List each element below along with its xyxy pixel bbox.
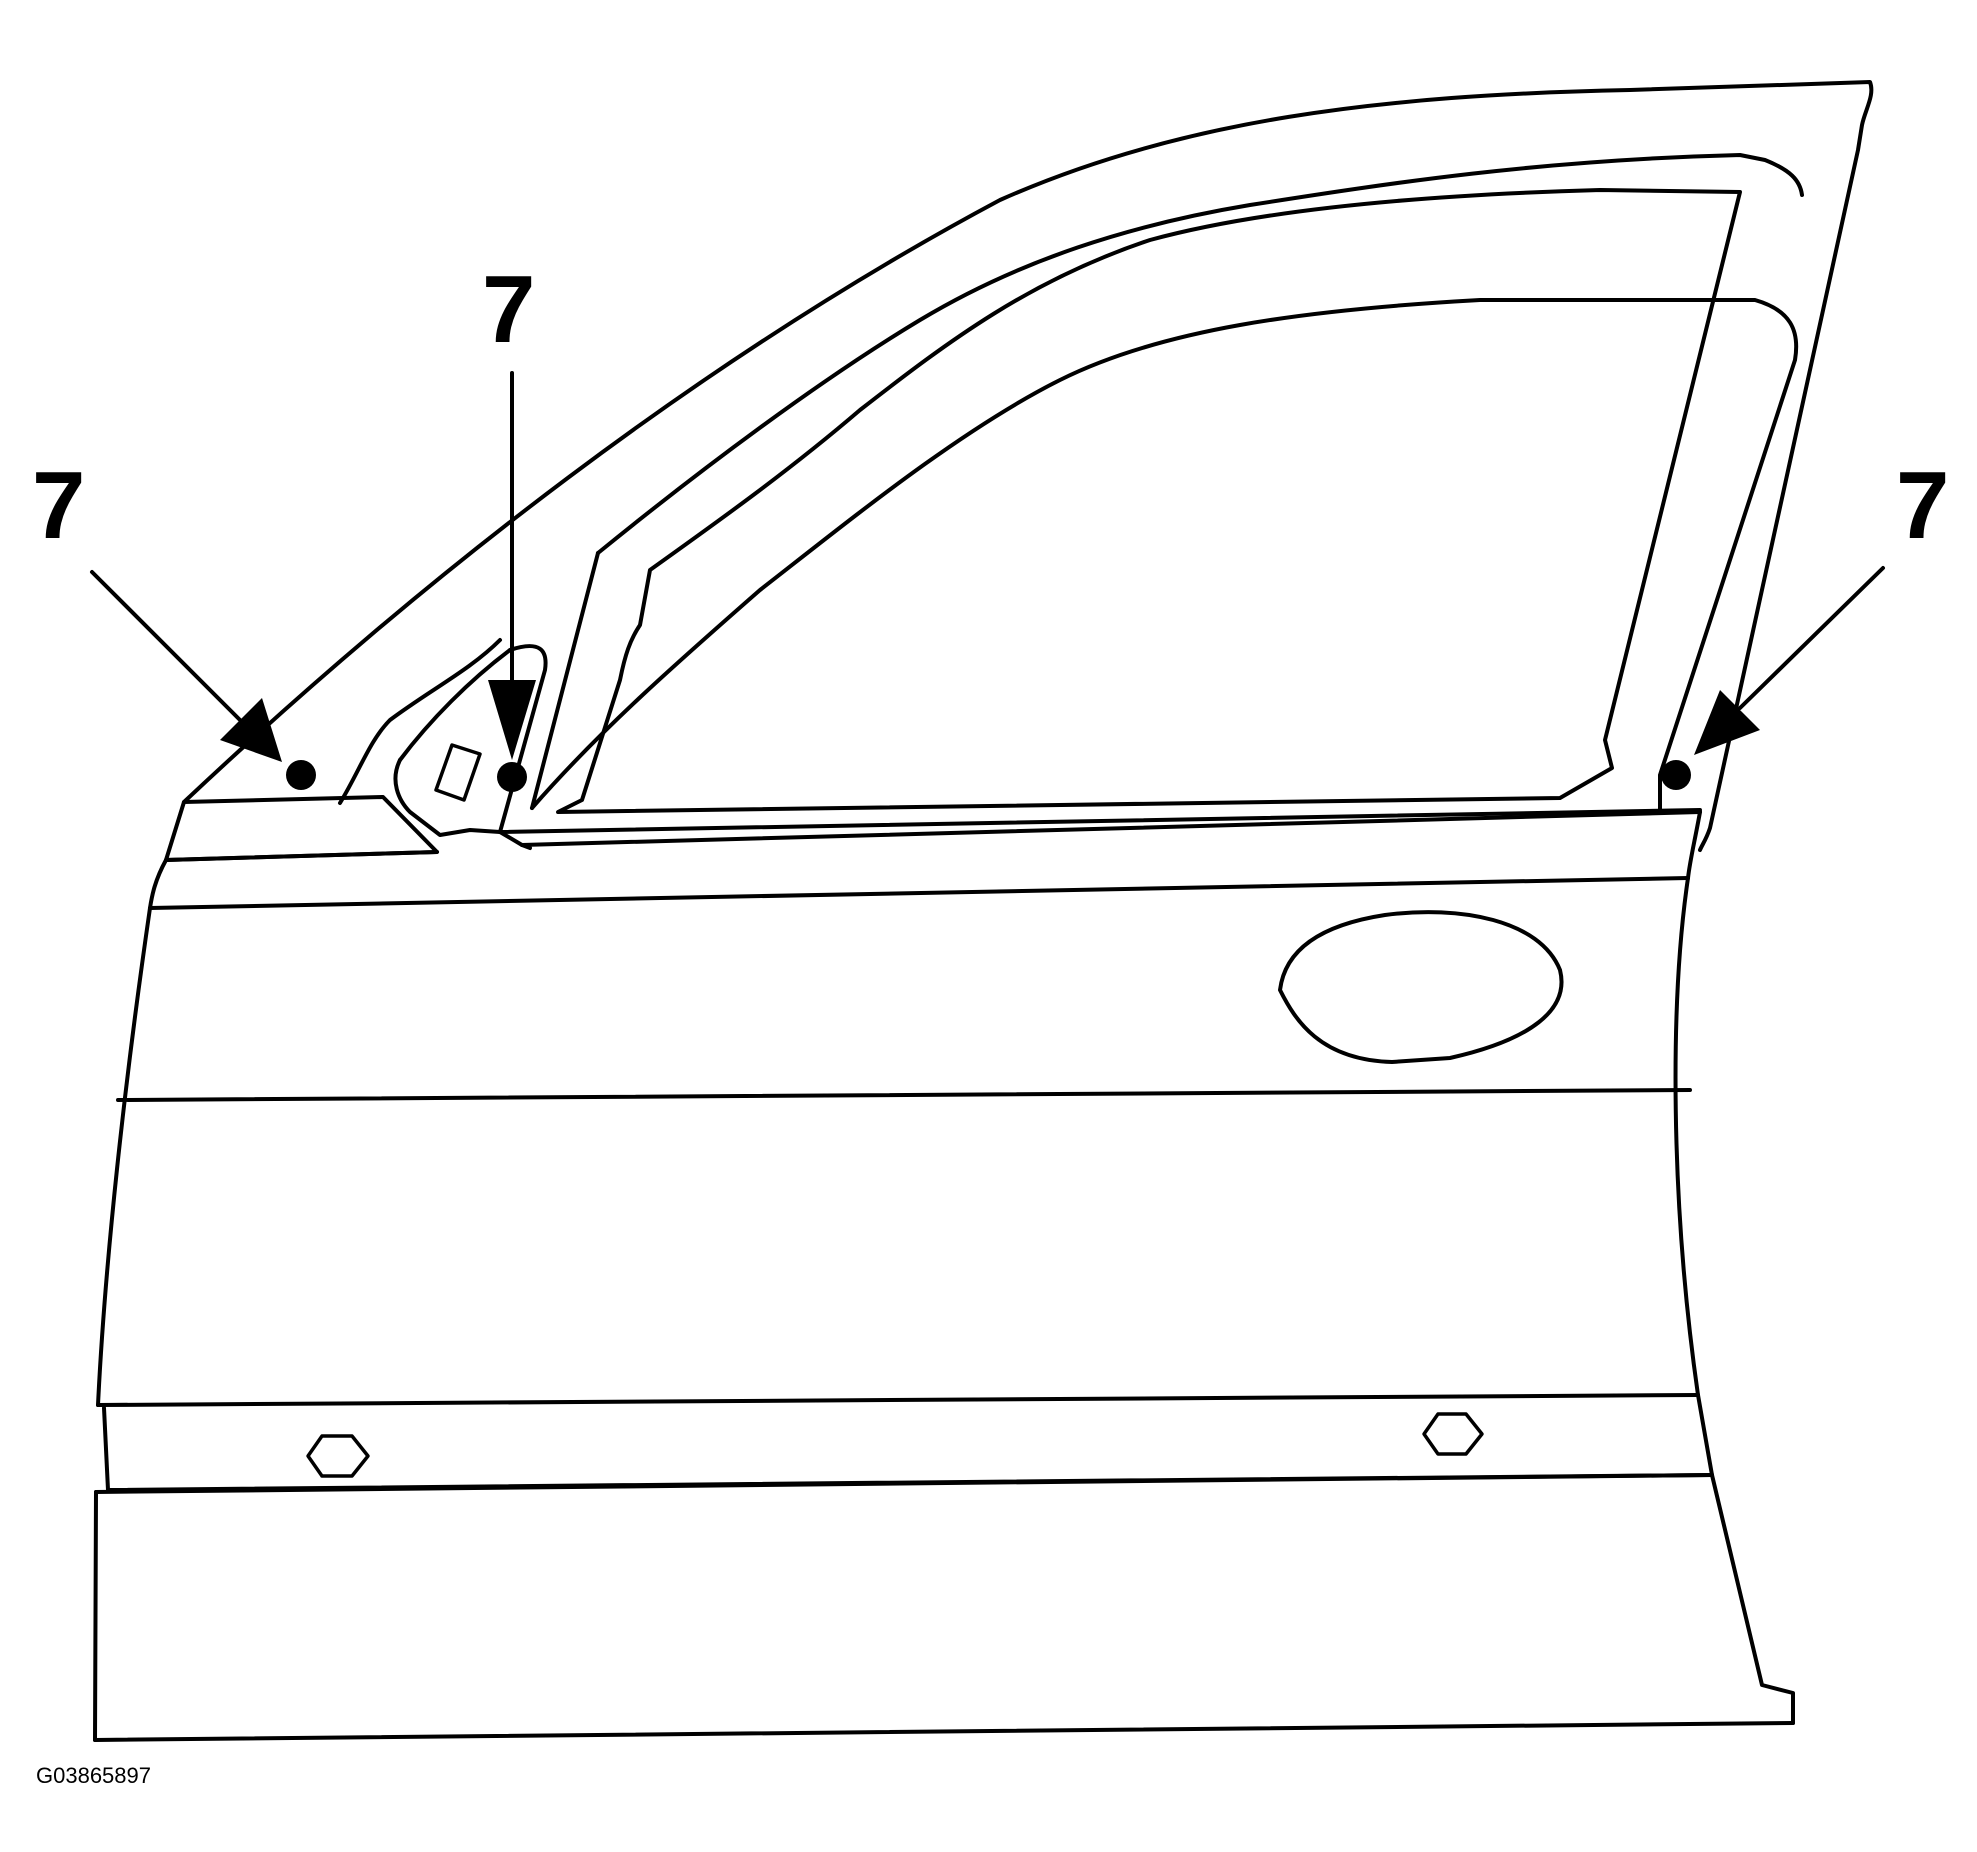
callout-label-left: 7 xyxy=(32,452,86,559)
window-frame-outer xyxy=(182,80,1874,852)
door-lower-molding xyxy=(93,1393,1795,1742)
door-skin-outline xyxy=(96,858,1700,1407)
door-belt-line xyxy=(148,795,1702,910)
arrowhead-center xyxy=(488,680,536,760)
figure-id: G03865897 xyxy=(36,1763,151,1788)
clip-marker-left xyxy=(90,570,316,790)
callout-label-center: 7 xyxy=(482,256,536,363)
door-handle-recess xyxy=(1278,910,1564,1064)
mirror-mount-slot xyxy=(434,743,482,802)
molding-fastener-right xyxy=(1422,1412,1484,1456)
window-glass xyxy=(556,188,1742,814)
window-frame-inner xyxy=(530,153,1804,812)
arrowhead-left xyxy=(220,698,282,762)
callout-label-right: 7 xyxy=(1896,452,1950,559)
clip-marker-center xyxy=(488,371,536,792)
mirror-sail xyxy=(338,638,548,850)
clip-marker-right xyxy=(1661,566,1885,790)
molding-fastener-left xyxy=(306,1434,370,1478)
arrowhead-right xyxy=(1694,690,1760,755)
